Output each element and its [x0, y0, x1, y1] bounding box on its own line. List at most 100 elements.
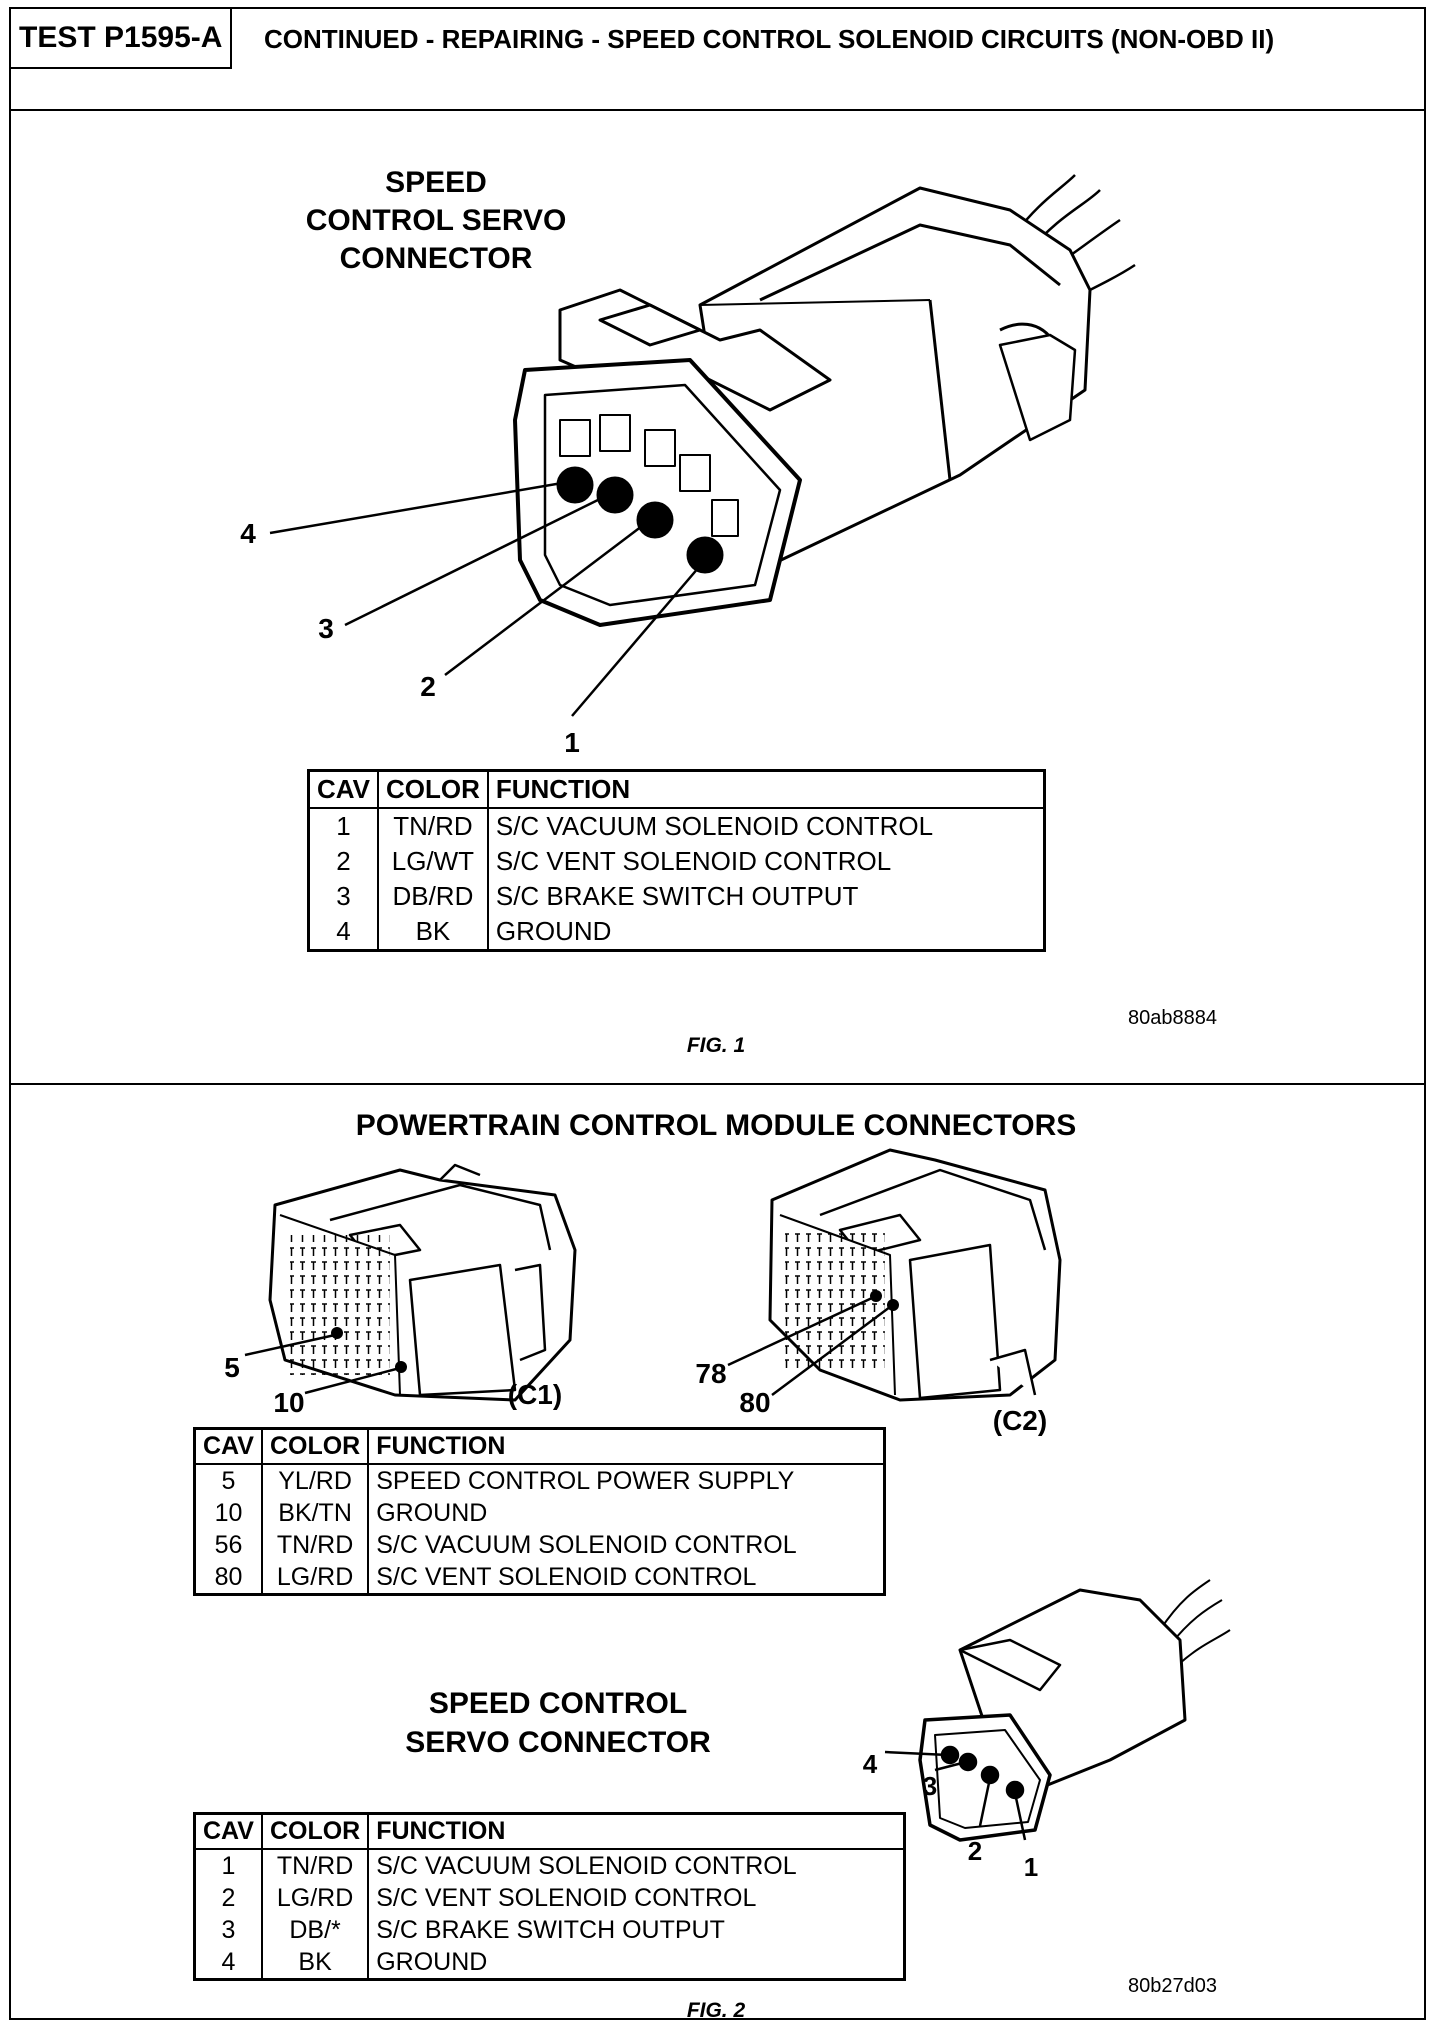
servo-pin-4 [556, 466, 594, 504]
cell-cav: 3 [194, 1914, 263, 1946]
servo-title-line-1: SPEED CONTROL [429, 1687, 687, 1720]
col-function: FUNCTION [368, 1428, 885, 1465]
col-function: FUNCTION [487, 770, 1045, 809]
cell-cav: 1 [308, 808, 379, 844]
figure-separator [11, 1083, 1424, 1085]
cell-function: GROUND [376, 1948, 488, 1976]
callout-c1-pin-10: 10 [273, 1387, 304, 1418]
cell-cav: 56 [194, 1529, 263, 1561]
servo-pin-1 [686, 536, 724, 574]
table-header-row: CAV COLOR FUNCTION [194, 1428, 885, 1465]
cell-function: GROUND [376, 1499, 488, 1527]
callout-pin-2: 2 [420, 671, 436, 702]
c1-label: (C1) [508, 1379, 562, 1410]
col-cav: CAV [194, 1813, 263, 1850]
c1-pin-10 [395, 1361, 407, 1373]
cell-cav: 10 [194, 1497, 263, 1529]
servo-connector-illustration [513, 174, 1136, 627]
cell-function: S/C VENT SOLENOID CONTROL [376, 1563, 757, 1591]
page-header: TEST P1595-A CONTINUED - REPAIRING - SPE… [11, 9, 1424, 111]
fig1-title-line-3: CONNECTOR [340, 242, 533, 275]
cell-cav: 2 [308, 844, 379, 879]
table-header-row: CAV COLOR FUNCTION [308, 770, 1045, 809]
fig1-title: SPEED CONTROL SERVO CONNECTOR [306, 166, 567, 275]
cell-color: BK/TN [261, 1497, 370, 1529]
cell-color: DB/RD [377, 879, 489, 914]
callout-pin-3: 3 [318, 613, 334, 644]
callout-pin-4: 4 [240, 518, 256, 549]
fig1-image-code: 80ab8884 [1128, 1007, 1217, 1029]
pcm-c2-illustration [768, 1148, 1062, 1402]
fig2-servo-callouts: 4 3 2 1 [863, 1749, 1038, 1882]
cell-color: TN/RD [377, 808, 489, 844]
fig1-title-line-2: CONTROL SERVO [306, 204, 567, 237]
servo-pin-3 [596, 476, 634, 514]
callout-small-pin-4: 4 [863, 1749, 878, 1779]
page-frame: TEST P1595-A CONTINUED - REPAIRING - SPE… [9, 7, 1426, 2020]
col-cav: CAV [308, 770, 379, 809]
cell-cav: 3 [308, 879, 379, 914]
cell-cav: 4 [194, 1946, 263, 1980]
cell-function: S/C VACUUM SOLENOID CONTROL [495, 811, 934, 841]
col-color: COLOR [377, 770, 489, 809]
fig2-pcm-leader-lines [244, 1296, 891, 1397]
col-cav: CAV [194, 1428, 263, 1465]
callout-c2-pin-78: 78 [695, 1358, 726, 1389]
fig2-image-code: 80b27d03 [1128, 1975, 1217, 1997]
cell-function: S/C VENT SOLENOID CONTROL [376, 1884, 757, 1912]
callout-c2-pin-80: 80 [739, 1387, 770, 1418]
cell-cav: 80 [194, 1561, 263, 1595]
small-servo-pin-3 [958, 1752, 978, 1772]
cell-function: GROUND [495, 916, 612, 946]
callout-pin-1: 1 [564, 727, 580, 758]
cell-color: BK [377, 914, 489, 951]
pcm-c1-illustration [268, 1163, 577, 1402]
callout-c1-pin-5: 5 [224, 1352, 240, 1383]
servo-title-line-2: SERVO CONNECTOR [405, 1726, 711, 1759]
cell-color: LG/RD [261, 1882, 370, 1914]
cell-color: DB/* [261, 1914, 370, 1946]
cell-color: YL/RD [261, 1464, 370, 1497]
cell-function: S/C BRAKE SWITCH OUTPUT [495, 881, 859, 911]
callout-small-pin-3: 3 [923, 1771, 937, 1801]
fig2-caption: FIG. 2 [687, 1999, 746, 2022]
cell-color: LG/WT [377, 844, 489, 879]
callout-small-pin-1: 1 [1024, 1852, 1038, 1882]
fig1-pin-callouts: 4 3 2 1 [240, 518, 580, 758]
c2-pin-78 [870, 1290, 882, 1302]
col-function: FUNCTION [368, 1813, 905, 1850]
cell-color: TN/RD [261, 1529, 370, 1561]
cell-color: BK [261, 1946, 370, 1980]
servo-pin-2 [636, 501, 674, 539]
callout-small-pin-2: 2 [968, 1836, 982, 1866]
fig1-title-line-1: SPEED [385, 166, 487, 199]
col-color: COLOR [261, 1428, 370, 1465]
test-id-box: TEST P1595-A [11, 9, 233, 69]
header-title: CONTINUED - REPAIRING - SPEED CONTROL SO… [264, 24, 1275, 54]
servo-connector-title: SPEED CONTROL SERVO CONNECTOR [405, 1687, 711, 1759]
cell-color: TN/RD [261, 1849, 370, 1882]
cell-cav: 1 [194, 1849, 263, 1882]
cell-function: S/C VACUUM SOLENOID CONTROL [376, 1531, 797, 1559]
pcm-connectors-title: POWERTRAIN CONTROL MODULE CONNECTORS [356, 1109, 1077, 1142]
c1-pin-5 [331, 1327, 343, 1339]
cell-cav: 4 [308, 914, 379, 951]
col-color: COLOR [261, 1813, 370, 1850]
cell-function: S/C BRAKE SWITCH OUTPUT [376, 1916, 725, 1944]
fig2-servo-leader-lines [884, 1750, 1027, 1841]
